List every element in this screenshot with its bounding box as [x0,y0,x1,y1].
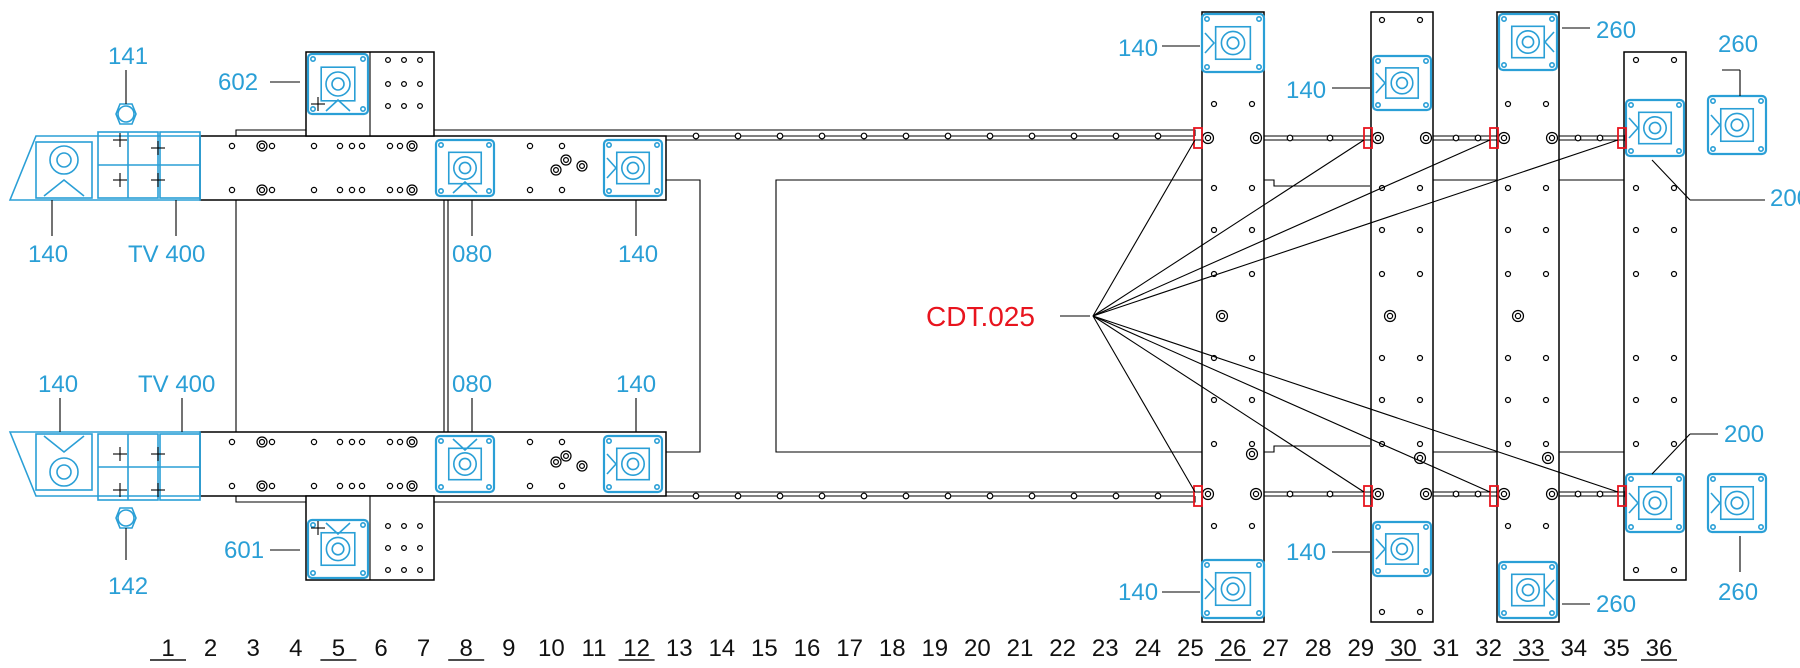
label-602: 602 [218,69,258,96]
label-601: 601 [224,537,264,564]
label-200-top: 200 [1770,185,1800,212]
position-number: 28 [1305,635,1332,662]
rail-dots [228,56,1604,573]
vertical-bars [1201,11,1687,623]
label-142: 142 [108,573,148,600]
position-number: 10 [538,635,565,662]
position-number: 34 [1560,635,1587,662]
tv400-top-assembly [8,103,201,201]
position-number: 33 [1518,635,1545,662]
position-number: 6 [374,635,387,662]
position-number: 25 [1177,635,1204,662]
clamp-modules [113,12,1768,620]
position-number: 4 [289,635,302,662]
position-number: 16 [794,635,821,662]
label-leaders [51,27,1765,605]
position-number: 32 [1475,635,1502,662]
label-260-bar3-top: 260 [1596,17,1636,44]
tv400-bottom-assembly [8,431,201,529]
position-number: 2 [204,635,217,662]
label-140-top-left: 140 [28,241,68,268]
label-080-bottom: 080 [452,371,492,398]
label-140-bottom-left: 140 [38,371,78,398]
position-number: 9 [502,635,515,662]
position-number: 27 [1262,635,1289,662]
bar-dots [1201,16,1678,616]
position-number: 15 [751,635,778,662]
label-140-top-mid: 140 [618,241,658,268]
label-260-bar4-bottom: 260 [1718,579,1758,606]
label-140-bar1-top: 140 [1118,35,1158,62]
position-number: 31 [1433,635,1460,662]
top-rail [199,129,1205,201]
position-number: 1 [161,635,174,662]
position-number: 21 [1007,635,1034,662]
position-number: 23 [1092,635,1119,662]
label-140-bottom-mid: 140 [616,371,656,398]
label-140-bar2-top: 140 [1286,77,1326,104]
position-number: 3 [247,635,260,662]
position-number: 20 [964,635,991,662]
position-number: 36 [1646,635,1673,662]
position-number: 26 [1220,635,1247,662]
position-number: 13 [666,635,693,662]
red-markers [1193,127,1627,507]
label-200-bottom: 200 [1724,421,1764,448]
position-number: 29 [1347,635,1374,662]
label-tv400-top: TV 400 [128,241,205,268]
position-number: 18 [879,635,906,662]
position-number: 11 [582,635,607,662]
label-260-bar4-top: 260 [1718,31,1758,58]
label-140-bar1-bottom: 140 [1118,579,1158,606]
position-number: 14 [708,635,735,662]
cdt-leaders [1060,139,1619,493]
position-number: 19 [921,635,948,662]
position-number: 8 [460,635,473,662]
label-tv400-bottom: TV 400 [138,371,215,398]
position-number: 35 [1603,635,1630,662]
cdt-reference-label: CDT.025 [926,301,1035,332]
position-number: 7 [417,635,430,662]
position-number: 12 [623,635,650,662]
position-number: 17 [836,635,863,662]
position-number: 30 [1390,635,1417,662]
label-260-bar3-bottom: 260 [1596,591,1636,618]
label-141: 141 [108,43,148,70]
position-number: 5 [332,635,345,662]
position-number: 22 [1049,635,1076,662]
label-080-top: 080 [452,241,492,268]
position-number: 24 [1134,635,1161,662]
part-labels: 141 142 602 601 140 TV 400 080 140 140 T… [28,17,1800,618]
label-140-bar2-bottom: 140 [1286,539,1326,566]
